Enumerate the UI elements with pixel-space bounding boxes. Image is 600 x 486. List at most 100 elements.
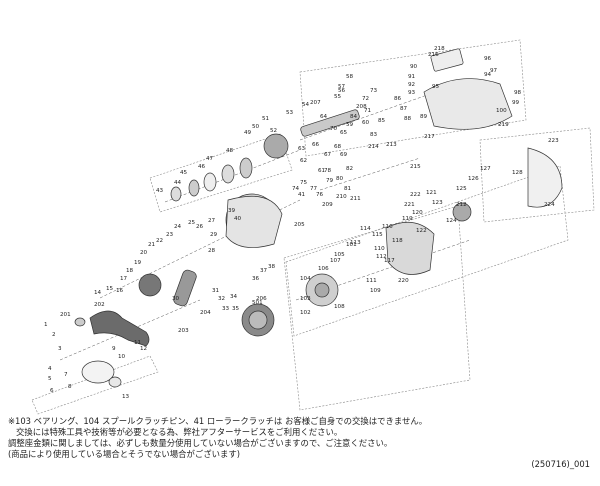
part-number-36: 36 (252, 276, 260, 282)
part-number-109: 109 (370, 288, 381, 294)
notes-block: ※103 ベアリング、104 スプールクラッチピン、41 ローラークラッチは お… (8, 416, 478, 460)
part-number-224: 224 (544, 202, 555, 208)
part-number-71: 71 (364, 108, 372, 114)
note-line-2: 交換には特殊工具や技術等が必要となる為、弊社アフターサービスをご利用ください。 (16, 427, 343, 437)
star-drag (138, 273, 162, 297)
part-number-63: 63 (298, 146, 306, 152)
part-number-48: 48 (226, 148, 234, 154)
part-number-111: 111 (366, 278, 377, 284)
frame-body (423, 78, 513, 130)
part-number-74: 74 (292, 186, 300, 192)
part-number-52: 52 (270, 128, 277, 134)
part-number-124: 124 (446, 218, 457, 224)
part-number-20: 20 (140, 250, 148, 256)
part-number-107: 107 (330, 258, 341, 264)
part-number-22: 22 (156, 238, 163, 244)
part-number-222: 222 (410, 192, 421, 198)
group-frame-side-plate (479, 127, 595, 223)
part-number-216: 216 (428, 52, 439, 58)
part-number-75: 75 (300, 180, 308, 186)
part-number-201: 201 (60, 312, 71, 318)
part-number-219: 219 (498, 122, 509, 128)
part-number-21: 21 (148, 242, 156, 248)
side-plate (225, 195, 283, 248)
part-number-206: 206 (256, 296, 267, 302)
part-number-83: 83 (370, 132, 378, 138)
part-number-16: 16 (116, 288, 124, 294)
part-number-87: 87 (400, 106, 408, 112)
part-number-123: 123 (432, 200, 443, 206)
part-number-34: 34 (230, 294, 238, 300)
bracket-216 (430, 48, 464, 72)
part-number-43: 43 (156, 188, 164, 194)
part-number-95: 95 (432, 84, 440, 90)
part-number-501: 501 (252, 300, 263, 306)
part-number-54: 54 (302, 102, 310, 108)
part-number-31: 31 (212, 288, 220, 294)
part-number-56: 56 (338, 88, 346, 94)
part-number-15: 15 (106, 286, 114, 292)
part-number-60: 60 (362, 120, 370, 126)
part-number-113: 113 (350, 240, 361, 246)
part-number-7: 7 (64, 372, 68, 378)
part-number-223: 223 (548, 138, 559, 144)
part-number-26: 26 (196, 224, 204, 230)
part-number-46: 46 (198, 164, 206, 170)
part-number-53: 53 (286, 110, 294, 116)
part-number-1: 1 (44, 322, 48, 328)
part-number-110: 110 (374, 246, 385, 252)
part-number-90: 90 (410, 64, 418, 70)
part-number-101: 101 (346, 242, 357, 248)
part-number-45: 45 (180, 170, 188, 176)
part-number-58: 58 (346, 74, 354, 80)
part-number-213: 213 (386, 142, 397, 148)
handle-side-cover (385, 221, 435, 275)
part-number-209: 209 (322, 202, 333, 208)
part-number-91: 91 (408, 74, 416, 80)
part-number-82: 82 (346, 166, 353, 172)
handle-nut (74, 317, 86, 327)
part-number-96: 96 (484, 56, 492, 62)
part-number-66: 66 (312, 142, 320, 148)
part-number-97: 97 (490, 68, 498, 74)
part-number-55: 55 (334, 94, 342, 100)
part-number-117: 117 (384, 258, 395, 264)
part-number-104: 104 (300, 276, 311, 282)
right-side-frame (527, 147, 563, 208)
part-number-6: 6 (50, 388, 54, 394)
group-frame-handle (31, 355, 159, 415)
part-number-220: 220 (398, 278, 409, 284)
part-number-73: 73 (370, 88, 378, 94)
part-number-208: 208 (356, 104, 367, 110)
group-frame-right-cover (285, 165, 569, 337)
part-number-67: 67 (324, 152, 332, 158)
part-number-12: 12 (140, 346, 147, 352)
part-number-77: 77 (310, 186, 318, 192)
part-number-25: 25 (188, 220, 196, 226)
part-number-70: 70 (330, 126, 338, 132)
part-number-105: 105 (334, 252, 345, 258)
part-number-205: 205 (294, 222, 305, 228)
part-number-127: 127 (480, 166, 491, 172)
part-number-19: 19 (134, 260, 142, 266)
part-number-27: 27 (208, 218, 216, 224)
part-number-98: 98 (514, 90, 522, 96)
spool-108-inner (314, 282, 330, 298)
part-number-5: 5 (48, 376, 52, 382)
part-number-93: 93 (408, 90, 416, 96)
part-number-23: 23 (166, 232, 174, 238)
part-number-89: 89 (420, 114, 428, 120)
part-number-106: 106 (318, 266, 329, 272)
part-number-51: 51 (262, 116, 270, 122)
part-number-17: 17 (120, 276, 128, 282)
part-number-2: 2 (52, 332, 56, 338)
part-number-4: 4 (48, 366, 52, 372)
part-number-218: 218 (434, 46, 445, 52)
part-number-92: 92 (408, 82, 415, 88)
handle-arm (89, 310, 150, 347)
part-number-68: 68 (334, 144, 342, 150)
part-number-11: 11 (134, 340, 142, 346)
part-number-14: 14 (94, 290, 102, 296)
group-frame-bearing-stack (149, 133, 293, 213)
part-number-49: 49 (244, 130, 252, 136)
